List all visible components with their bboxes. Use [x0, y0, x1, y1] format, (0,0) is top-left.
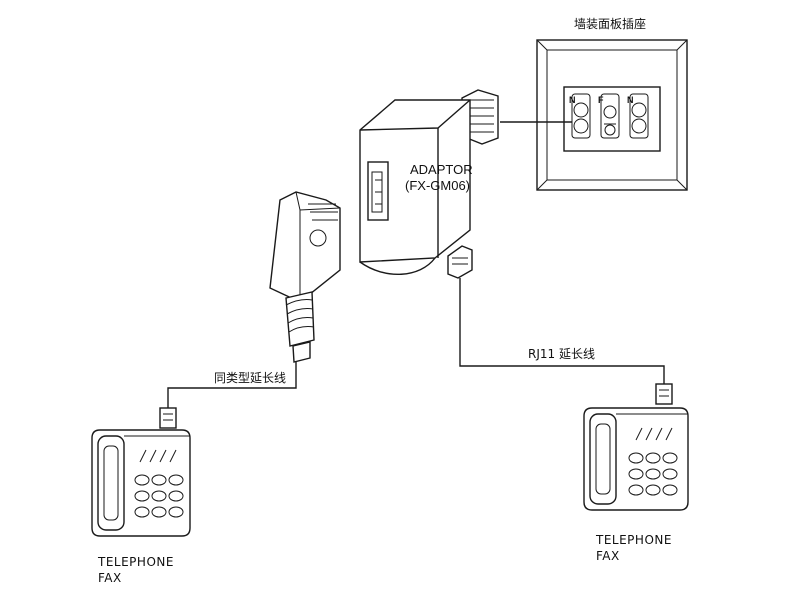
- left-device-label-line1: TELEPHONE: [97, 555, 174, 569]
- right-device-label-line2: FAX: [596, 549, 620, 563]
- left-device-label-line2: FAX: [98, 571, 122, 585]
- right-cable-plug: [655, 383, 673, 405]
- socket-slot-n-right: [629, 93, 649, 139]
- socket-label-f: F: [598, 95, 604, 105]
- socket-label-n-left: N: [569, 95, 576, 105]
- left-cable-plug: [159, 407, 177, 429]
- left-telephone: [91, 429, 191, 537]
- adaptor-label-line2: (FX-GM06): [405, 178, 470, 193]
- adaptor-label-line1: ADAPTOR: [410, 162, 473, 177]
- right-device-label-line1: TELEPHONE: [595, 533, 672, 547]
- right-telephone: [583, 407, 689, 511]
- left-extension-cable: [167, 362, 297, 408]
- rj11-cable-label: RJ11 延长线: [528, 347, 595, 361]
- adaptor-body: [359, 89, 499, 275]
- rj11-extension-cable: [459, 278, 665, 384]
- rj11-jack: [447, 245, 473, 279]
- socket-slot-n-left: [571, 93, 591, 139]
- socket-label-n-right: N: [627, 95, 634, 105]
- wall-plate-socket: N F N: [536, 39, 688, 191]
- wall-plate-label: 墙装面板插座: [574, 16, 646, 31]
- tae-plug: [269, 191, 341, 363]
- socket-slot-f: [600, 93, 620, 139]
- left-cable-label: 同类型延长线: [214, 371, 286, 385]
